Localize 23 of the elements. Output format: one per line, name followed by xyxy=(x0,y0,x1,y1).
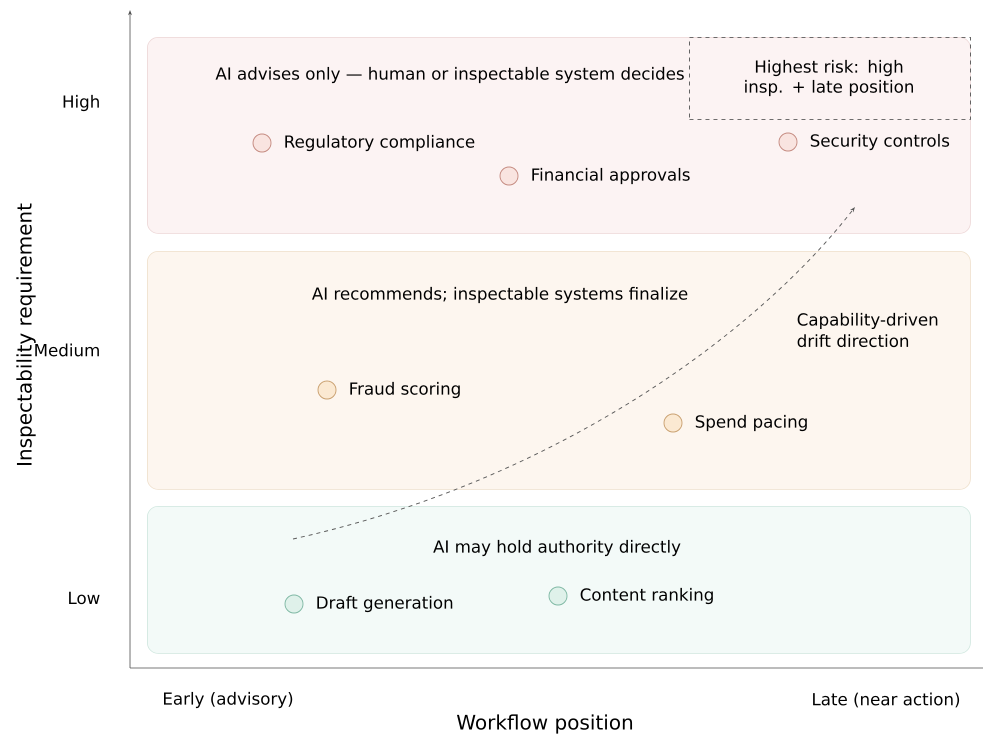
marker-circle xyxy=(284,594,304,614)
axis-tick-label: Low xyxy=(69,592,100,604)
item-label: Fraud scoring xyxy=(350,382,460,398)
callout-box: Highest risk: high insp. + late position xyxy=(689,37,971,120)
axis-title: Workflow position xyxy=(456,714,632,734)
curve-label: Capability-driven drift direction xyxy=(798,312,938,348)
item-label: Content ranking xyxy=(580,588,713,604)
item-label: Draft generation xyxy=(317,596,452,612)
item-label: Financial approvals xyxy=(532,168,690,184)
item-label: Spend pacing xyxy=(696,414,807,432)
marker-circle xyxy=(500,166,518,186)
marker-circle xyxy=(252,134,272,152)
item-label: Security controls xyxy=(810,134,950,150)
item-label: Regulatory compliance xyxy=(285,134,474,152)
marker-circle xyxy=(664,414,682,432)
marker-circle xyxy=(778,132,798,152)
marker-circle xyxy=(548,586,568,606)
axis-tick-label: High xyxy=(64,94,99,112)
axis-tick-label: Medium xyxy=(35,344,99,356)
axis-tick-label: Early (advisory) xyxy=(164,692,292,708)
axis-tick-label: Late (near action) xyxy=(813,692,960,708)
axis-title: Inspectability requirement xyxy=(16,204,36,465)
marker-circle xyxy=(318,380,336,400)
